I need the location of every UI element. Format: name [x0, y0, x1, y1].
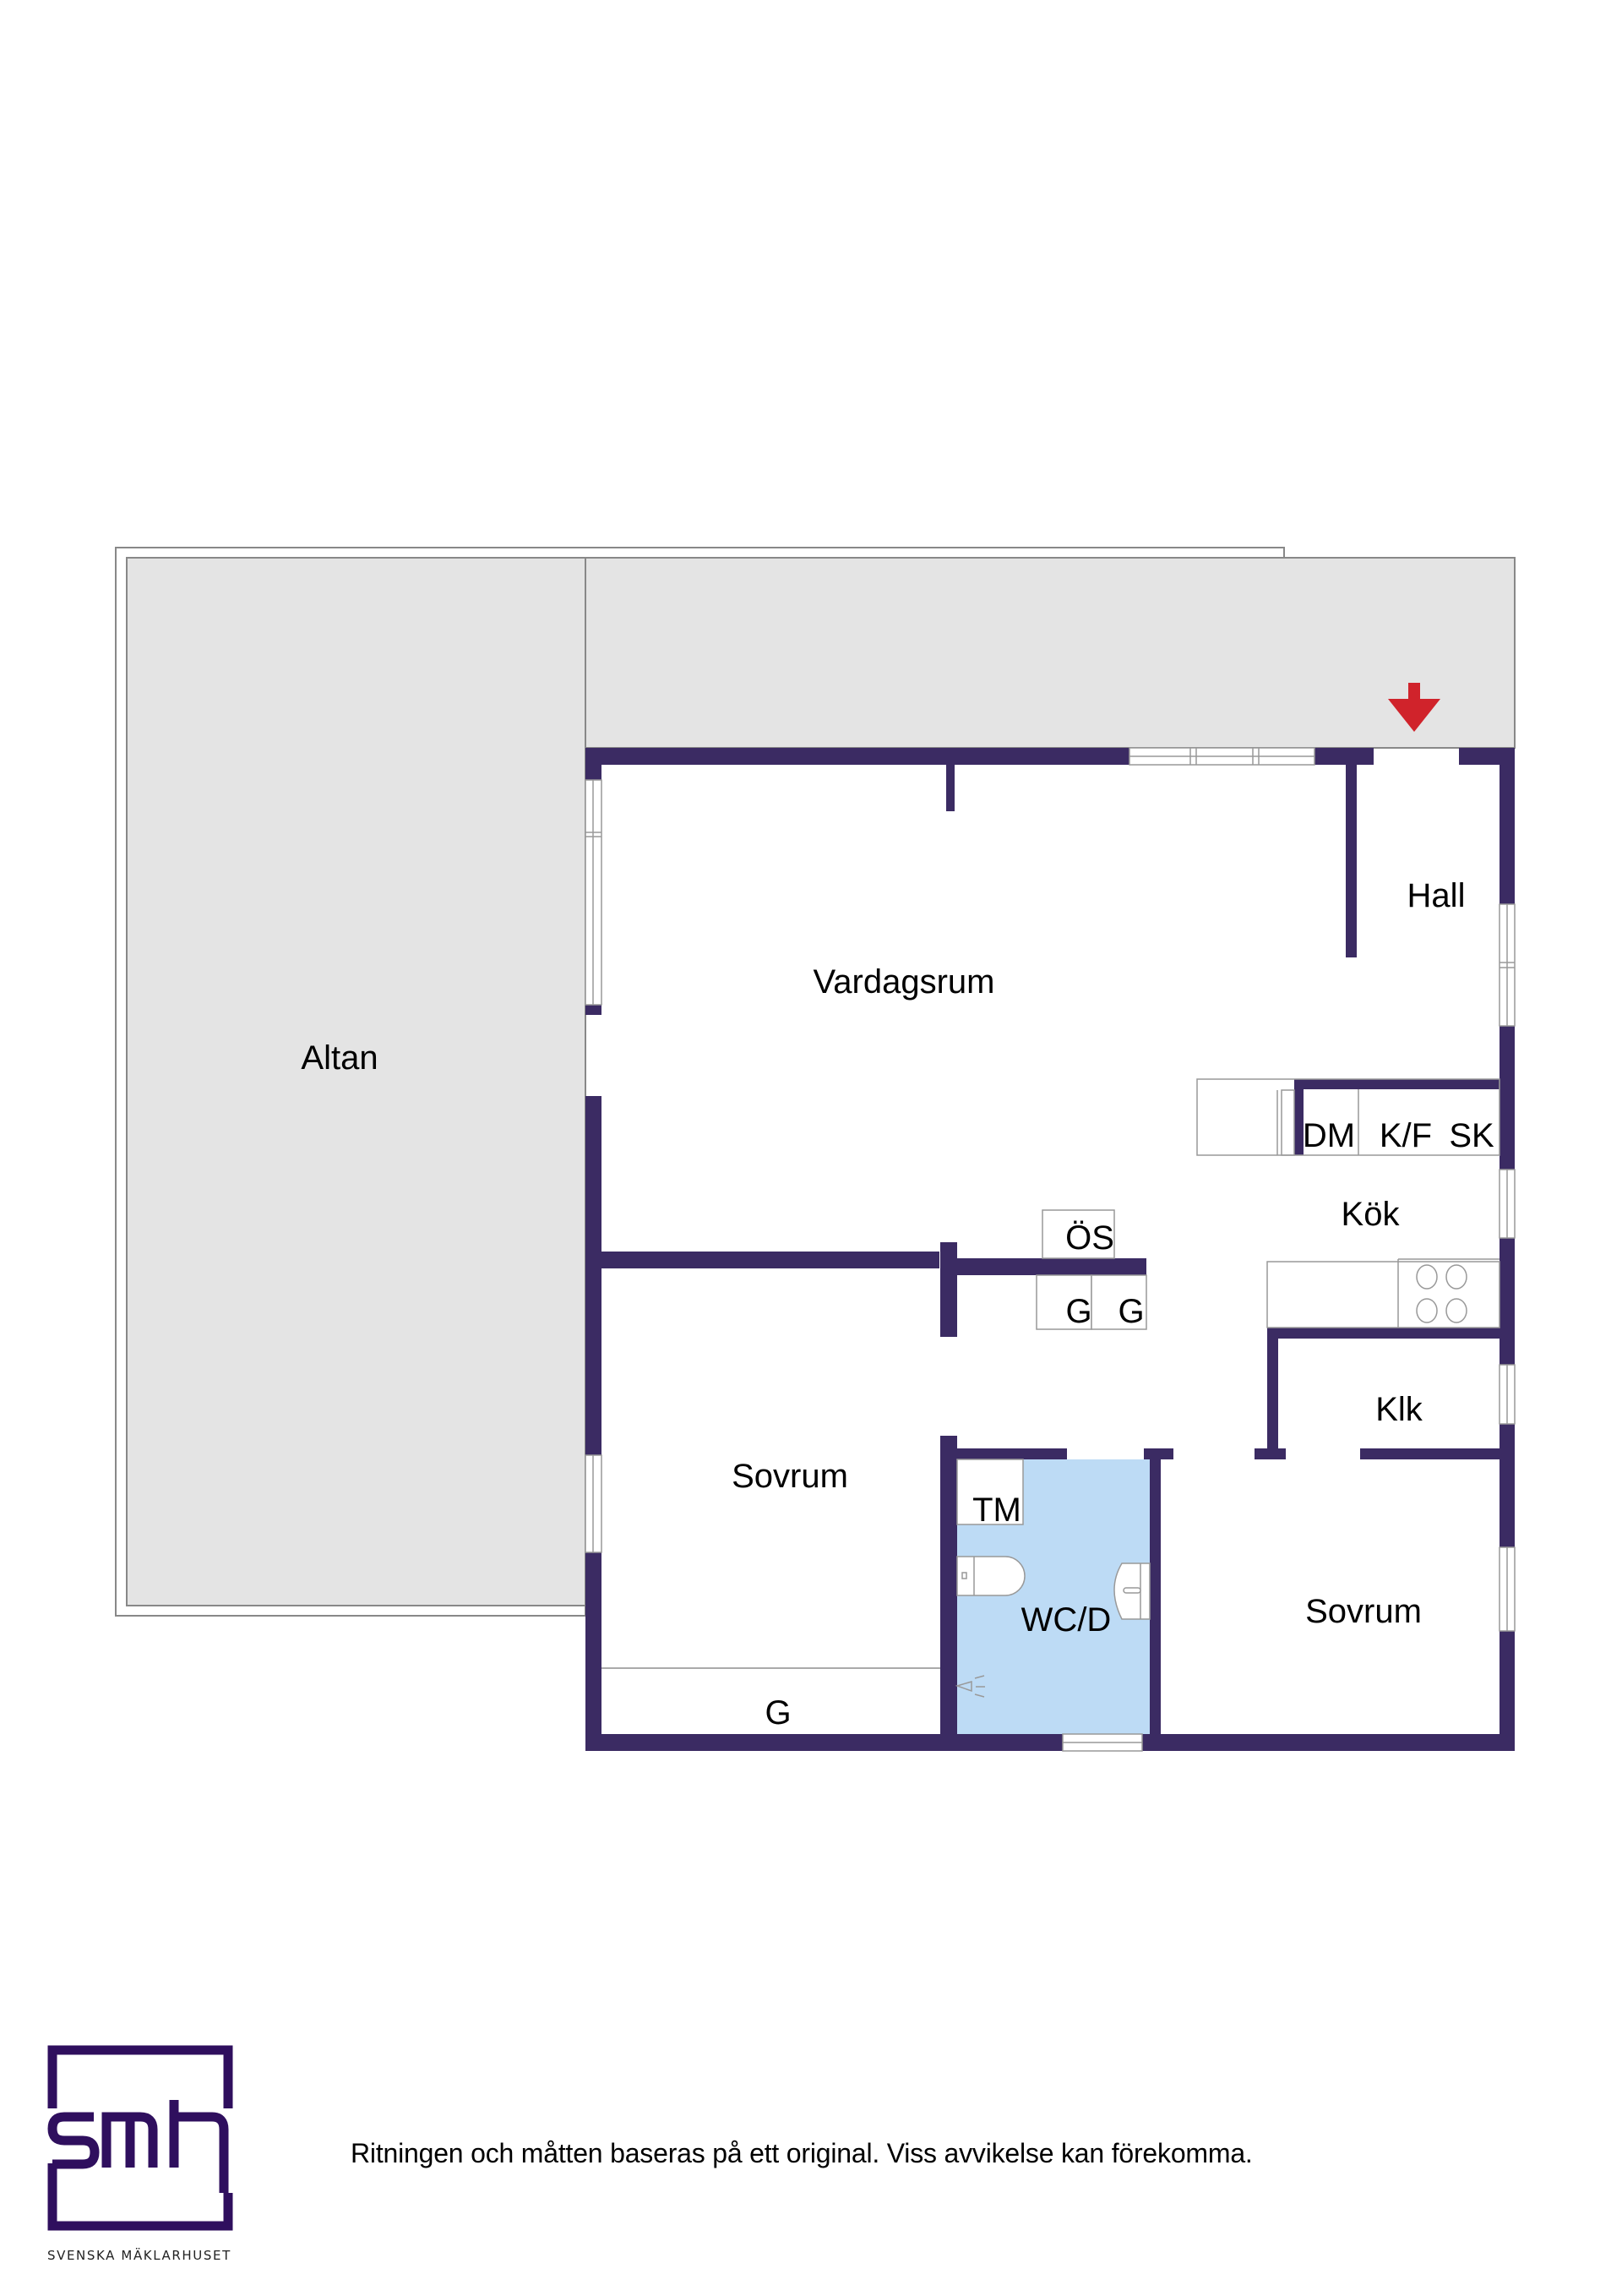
storage-boxes — [1036, 1209, 1147, 1330]
walls — [585, 748, 1515, 1751]
altan-area — [126, 557, 586, 1606]
smh-logo — [47, 2045, 233, 2231]
room-label-wc: WC/D — [1021, 1601, 1112, 1639]
room-label-altan: Altan — [301, 1039, 378, 1077]
dishwasher-box — [1281, 1089, 1295, 1156]
disclaimer-text: Ritningen och måtten baseras på ett orig… — [351, 2138, 1253, 2168]
fixture-label-os: ÖS — [1065, 1219, 1114, 1257]
room-label-sovrum-right: Sovrum — [1305, 1593, 1422, 1630]
terrace-top-area — [585, 557, 1516, 749]
fixture-label-g2: G — [1118, 1293, 1144, 1330]
toilet-icon — [956, 1556, 1026, 1596]
terrace — [115, 547, 1516, 1617]
windows — [585, 747, 1516, 1752]
fixture-label-sk: SK — [1449, 1117, 1494, 1154]
room-label-sovrum-left: Sovrum — [732, 1458, 848, 1495]
shower-icon — [955, 1675, 985, 1698]
entrance-arrow-icon — [1388, 683, 1440, 732]
washing-machine-box — [956, 1459, 1024, 1525]
kitchen-counters — [1196, 1078, 1500, 1328]
fixture-label-tm: TM — [972, 1492, 1021, 1529]
sink-icon — [1113, 1562, 1151, 1620]
room-label-hall: Hall — [1407, 877, 1466, 914]
room-label-vardagsrum: Vardagsrum — [814, 963, 995, 1001]
fixture-label-kf: K/F — [1380, 1117, 1432, 1154]
stove-icon — [1416, 1264, 1467, 1323]
room-label-kok: Kök — [1342, 1196, 1401, 1233]
logo-caption: SVENSKA MÄKLARHUSET — [47, 2248, 231, 2263]
fixture-label-g-bedroom: G — [765, 1694, 791, 1732]
fixture-label-g1: G — [1065, 1293, 1091, 1330]
fixture-label-dm: DM — [1303, 1117, 1355, 1154]
room-label-klk: Klk — [1375, 1391, 1423, 1428]
